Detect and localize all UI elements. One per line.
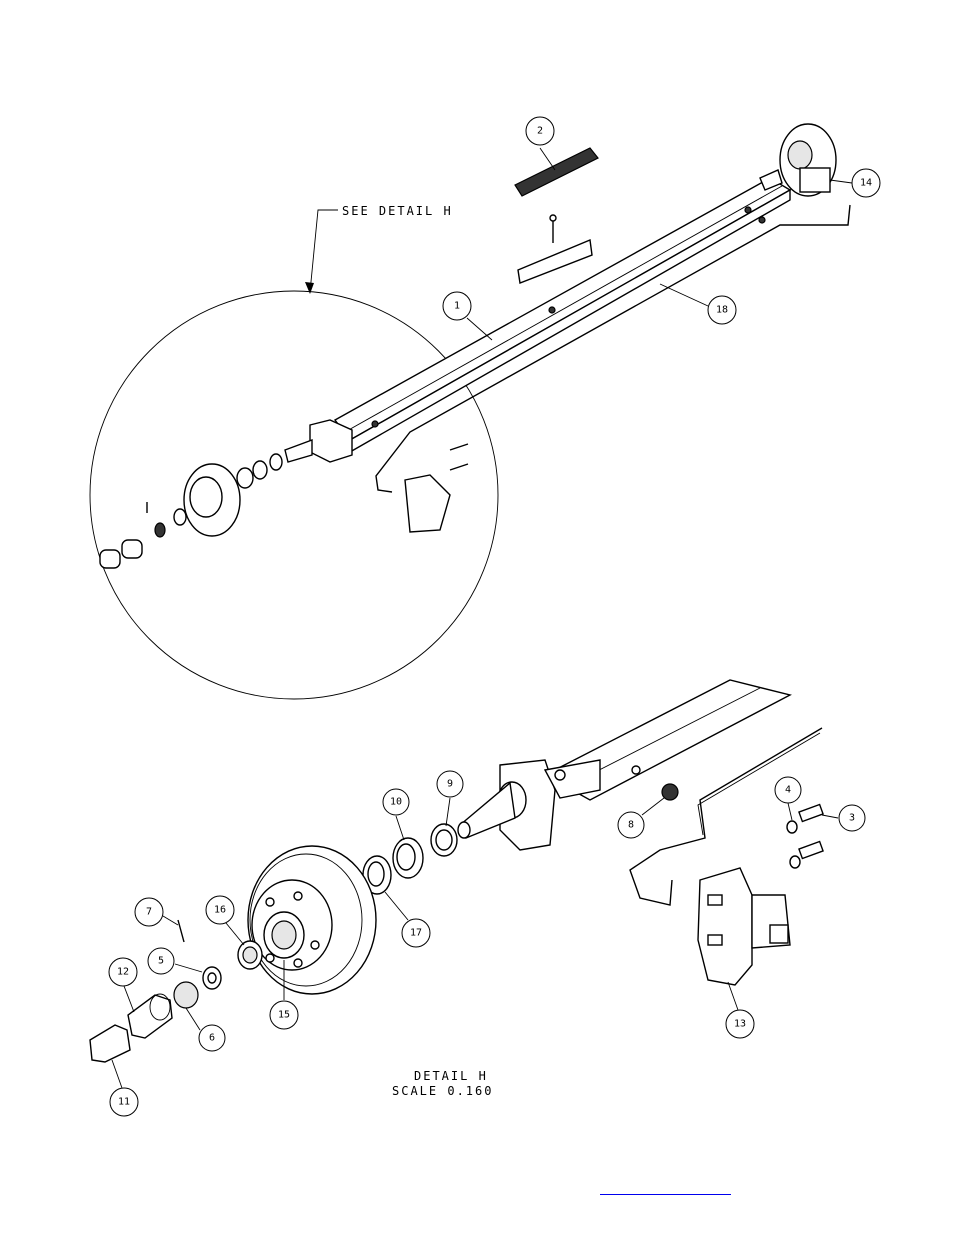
balloon-15: 15 [269,960,299,1030]
balloon-2-label: 2 [537,126,543,137]
balloon-16: 16 [205,895,245,946]
footer-link[interactable] [600,1180,731,1195]
balloon-7: 7 [134,897,179,927]
balloon-1-label: 1 [454,301,460,312]
detail-scale: SCALE 0.160 [392,1084,493,1098]
balloon-18: 18 [659,283,737,325]
balloon-14-label: 14 [860,178,872,189]
balloon-5: 5 [147,947,203,975]
hub-top-right [759,123,837,197]
balloon-13-label: 13 [734,1019,746,1030]
rotor-detail [247,845,377,995]
detail-title: DETAIL H [414,1069,488,1083]
bearings-detail [362,823,458,895]
balloon-2: 2 [525,116,556,171]
balloon-9-label: 9 [447,779,453,790]
balloon-6: 6 [185,1007,226,1052]
hub-parts-top [99,453,283,569]
balloon-17: 17 [384,891,431,948]
balloon-3-label: 3 [849,813,855,824]
balloon-12: 12 [108,957,138,1013]
brake-assembly-detail [697,867,791,986]
balloon-17-label: 17 [410,928,422,939]
balloon-4: 4 [774,776,802,821]
balloon-5-label: 5 [158,956,164,967]
balloon-8-label: 8 [628,820,634,831]
see-detail-callout: SEE DETAIL H [305,204,453,294]
balloon-14: 14 [829,168,881,198]
balloon-9: 9 [436,770,464,827]
small-parts-detail [89,919,263,1063]
spring-pad [514,147,599,284]
brake-line-top [375,204,851,493]
spindle-top [284,419,353,463]
detail-title-block: DETAIL H SCALE 0.160 [392,1069,493,1098]
balloon-4-label: 4 [785,785,791,796]
brake-assembly-top [404,443,469,533]
see-detail-text: SEE DETAIL H [342,204,453,218]
bolts-detail [661,783,824,869]
detail-circle [89,290,499,700]
balloon-13: 13 [725,981,755,1039]
balloon-11: 11 [109,1059,139,1117]
balloon-15-label: 15 [278,1010,290,1021]
balloon-6-label: 6 [209,1033,215,1044]
brake-line-detail [629,727,823,906]
axle-beam-detail [499,679,792,851]
balloon-1: 1 [442,291,493,341]
spindle-detail [457,781,527,839]
balloon-3: 3 [821,804,866,832]
balloon-11-label: 11 [118,1097,130,1108]
balloon-18-label: 18 [716,305,728,316]
balloon-10-label: 10 [390,797,402,808]
balloon-8: 8 [617,797,665,839]
balloon-12-label: 12 [117,967,129,978]
balloon-16-label: 16 [214,905,226,916]
balloon-7-label: 7 [146,907,152,918]
balloon-10: 10 [382,788,410,841]
